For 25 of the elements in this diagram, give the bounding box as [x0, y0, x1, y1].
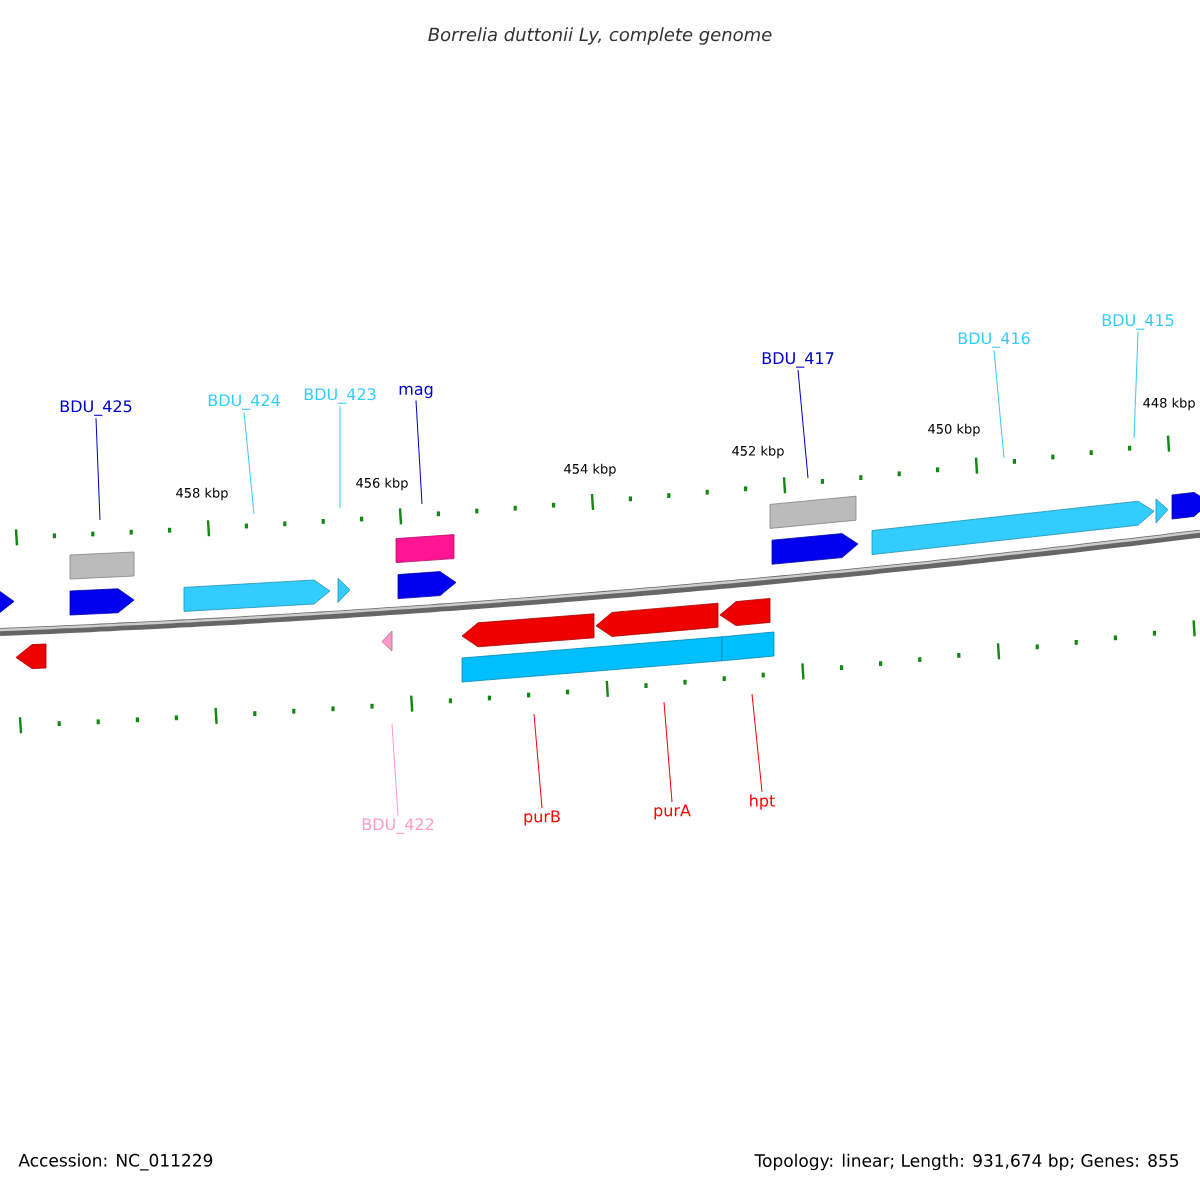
leader-line [993, 349, 1005, 459]
leader-line [751, 693, 763, 793]
gene-label: hpt [750, 794, 775, 810]
gene-label: BDU_416 [958, 332, 1030, 348]
leader-line [339, 405, 341, 509]
gene-label: BDU_417 [762, 352, 834, 368]
leader-line [391, 723, 399, 817]
gene-label: BDU_425 [60, 400, 132, 416]
gene-label: BDU_423 [304, 388, 376, 404]
leader-line [663, 701, 673, 803]
leader-line [415, 400, 423, 505]
title: Borrelia duttonii Ly, complete genome [428, 27, 772, 45]
leader-line [797, 369, 809, 479]
footer-text: Topology: linear; Length: 931,674 bp; Genes: 855 [754, 1153, 1179, 1171]
leader-line [533, 713, 543, 809]
leader-line [243, 411, 255, 515]
leader-line [1133, 331, 1139, 439]
gene-label: BDU_422 [362, 818, 434, 834]
gene-label: BDU_415 [1102, 314, 1174, 330]
gene-label: purB [524, 810, 560, 826]
footer-text: Accession: NC_011229 [18, 1153, 213, 1171]
gene-label: purA [654, 804, 691, 820]
leader-line [95, 417, 101, 521]
gene-label: mag [399, 385, 433, 399]
gene-label: BDU_424 [208, 394, 280, 410]
